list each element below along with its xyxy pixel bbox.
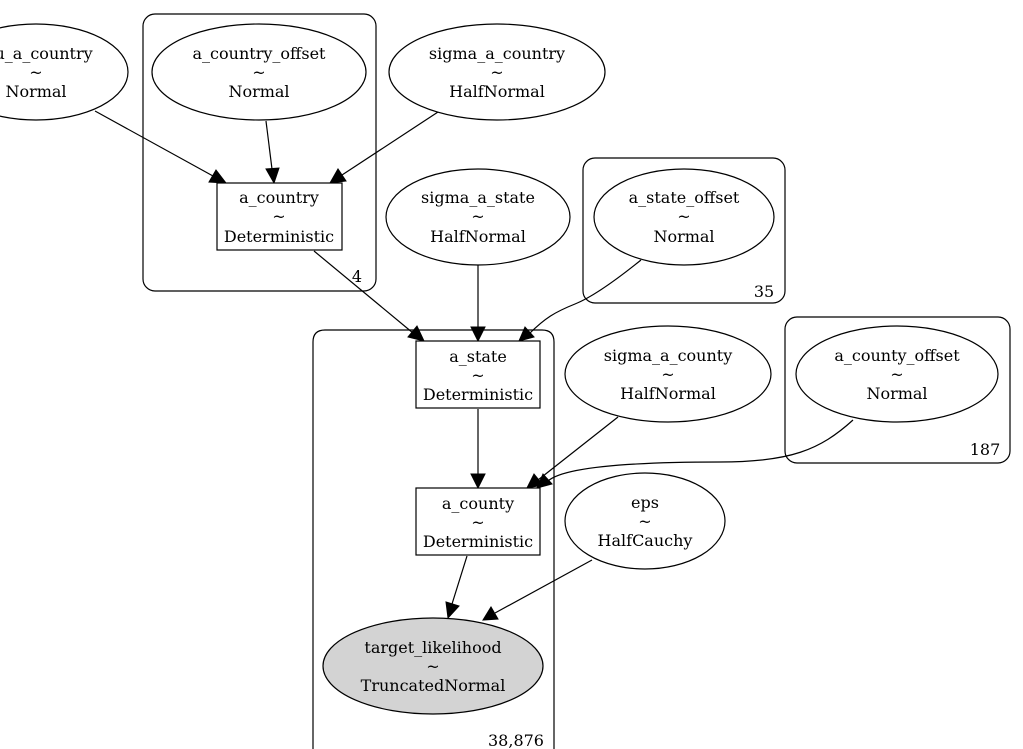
node-name: a_country_offset <box>193 44 327 63</box>
node-sep: ~ <box>471 366 484 385</box>
arrowhead-icon <box>329 168 347 184</box>
node-name: sigma_a_country <box>429 44 565 63</box>
arrowhead-icon <box>518 326 535 342</box>
arrowhead-icon <box>265 167 280 185</box>
edge-sigma_a_country-a_country <box>341 111 439 176</box>
node-name: a_state_offset <box>629 188 740 207</box>
node-sep: ~ <box>272 207 285 226</box>
edge-sigma_a_county-a_county <box>537 416 619 481</box>
node-sep: ~ <box>490 63 503 82</box>
node-a_county[interactable]: a_county ~ Deterministic <box>415 487 541 556</box>
node-name: a_county_offset <box>834 346 960 365</box>
edge-a_country_offset-a_country <box>265 120 273 170</box>
plate-state <box>582 157 786 304</box>
arrowhead-icon <box>445 601 460 620</box>
node-mu_a_country[interactable]: mu_a_country ~ Normal <box>0 23 129 121</box>
node-sep: ~ <box>252 63 265 82</box>
node-dist: Deterministic <box>423 385 533 404</box>
node-dist: Deterministic <box>224 227 334 246</box>
node-a_county_offset[interactable]: a_county_offset ~ Normal <box>795 325 999 423</box>
node-a_country[interactable]: a_country ~ Deterministic <box>216 182 343 251</box>
node-name: sigma_a_county <box>604 346 733 365</box>
node-sep: ~ <box>661 365 674 384</box>
node-sigma_a_state[interactable]: sigma_a_state ~ HalfNormal <box>385 168 571 266</box>
edge-a_state_offset-a_state <box>528 259 642 335</box>
arrowhead-icon <box>470 473 486 490</box>
node-name: a_county <box>442 494 514 513</box>
plate-county <box>784 316 1011 464</box>
plate-obs-label: 38,876 <box>488 731 544 749</box>
node-name: a_country <box>239 188 319 207</box>
node-dist: Normal <box>653 227 714 246</box>
plate-obs <box>312 329 555 749</box>
node-name: a_state <box>449 347 507 366</box>
node-sep: ~ <box>677 207 690 226</box>
node-target_likelihood[interactable]: target_likelihood ~ TruncatedNormal <box>322 617 544 715</box>
node-dist: Normal <box>866 384 927 403</box>
node-sigma_a_county[interactable]: sigma_a_county ~ HalfNormal <box>564 325 772 423</box>
edges <box>94 110 854 621</box>
edge-eps-target_likelihood <box>494 559 593 614</box>
node-sep: ~ <box>471 513 484 532</box>
node-name: target_likelihood <box>364 638 501 657</box>
node-dist: HalfNormal <box>430 227 526 246</box>
node-sep: ~ <box>638 512 651 531</box>
node-dist: Normal <box>228 82 289 101</box>
edge-mu_a_country-a_country <box>94 110 214 177</box>
node-sep: ~ <box>890 365 903 384</box>
arrowhead-icon <box>482 606 499 621</box>
node-dist: TruncatedNormal <box>361 676 506 695</box>
node-a_country_offset[interactable]: a_country_offset ~ Normal <box>151 23 367 121</box>
node-dist: Normal <box>5 82 66 101</box>
node-dist: HalfNormal <box>449 82 545 101</box>
node-sep: ~ <box>29 63 42 82</box>
node-a_state_offset[interactable]: a_state_offset ~ Normal <box>593 168 775 266</box>
arrowhead-icon <box>208 169 228 184</box>
arrowhead-icon <box>407 325 425 342</box>
node-a_state[interactable]: a_state ~ Deterministic <box>415 340 541 409</box>
node-sigma_a_country[interactable]: sigma_a_country ~ HalfNormal <box>388 23 606 121</box>
node-sep: ~ <box>471 207 484 226</box>
node-dist: Deterministic <box>423 532 533 551</box>
node-dist: HalfNormal <box>620 384 716 403</box>
node-eps[interactable]: eps ~ HalfCauchy <box>564 472 726 570</box>
edge-a_county-target_likelihood <box>451 555 468 605</box>
arrowhead-icon <box>470 326 486 343</box>
node-name: sigma_a_state <box>421 188 535 207</box>
edge-a_county_offset-a_county <box>547 419 854 482</box>
node-dist: HalfCauchy <box>598 531 693 550</box>
plate-country-label: 4 <box>352 267 362 286</box>
arrowhead-icon <box>536 473 553 489</box>
node-name: eps <box>631 493 659 512</box>
node-sep: ~ <box>426 657 439 676</box>
plate-state-label: 35 <box>754 282 774 301</box>
node-name: mu_a_country <box>0 44 93 63</box>
plate-county-label: 187 <box>970 440 1001 459</box>
edge-a_country-a_state <box>313 250 414 334</box>
